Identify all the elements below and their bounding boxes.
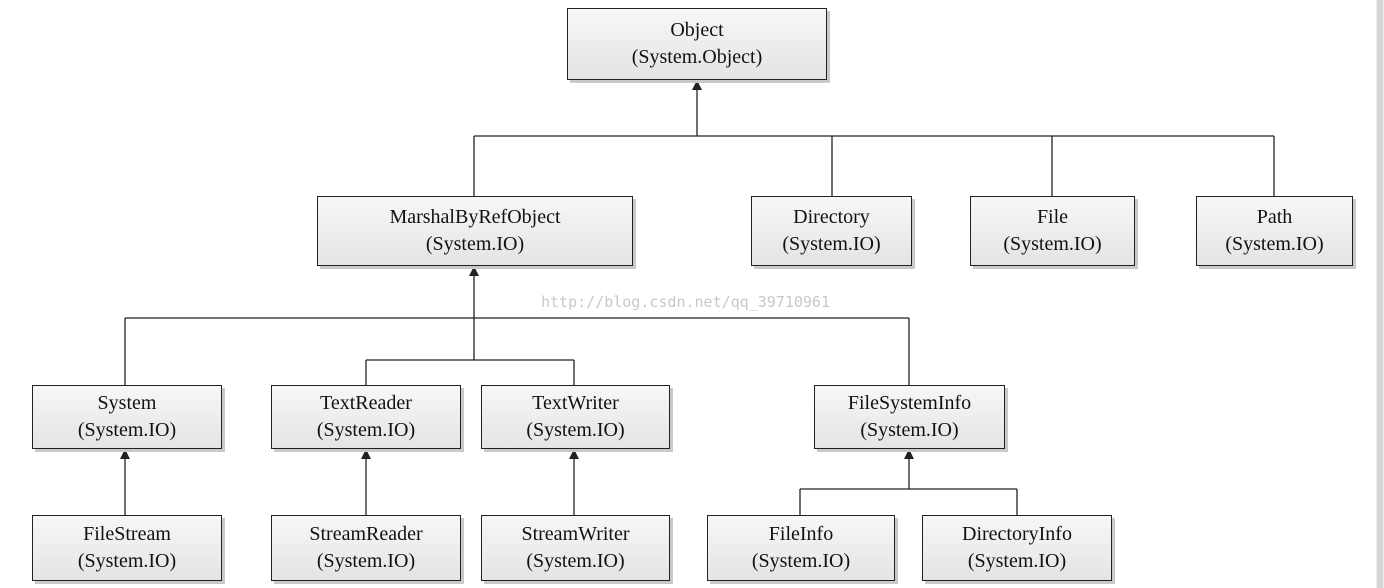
node-object-namespace: (System.Object) <box>631 46 763 68</box>
node-fileinfo-name: FileInfo <box>768 523 834 545</box>
node-textreader: TextReader (System.IO) <box>271 385 461 449</box>
node-textwriter: TextWriter (System.IO) <box>481 385 670 449</box>
node-object: Object (System.Object) <box>567 8 827 80</box>
node-path-name: Path <box>1256 206 1293 228</box>
node-filestream-namespace: (System.IO) <box>77 550 177 572</box>
node-fileinfo-namespace: (System.IO) <box>751 550 851 572</box>
node-filesysteminfo: FileSystemInfo (System.IO) <box>814 385 1005 449</box>
node-streamreader: StreamReader (System.IO) <box>271 515 461 581</box>
watermark-text: http://blog.csdn.net/qq_39710961 <box>541 293 830 311</box>
node-marshalbyrefobject-namespace: (System.IO) <box>425 233 525 255</box>
node-filesysteminfo-name: FileSystemInfo <box>847 392 972 414</box>
node-streamwriter-name: StreamWriter <box>521 523 630 545</box>
node-directoryinfo-name: DirectoryInfo <box>962 523 1072 545</box>
node-object-name: Object <box>670 19 724 41</box>
node-path-namespace: (System.IO) <box>1225 233 1324 255</box>
vertical-scrollbar-thumb[interactable] <box>1377 0 1383 588</box>
node-directoryinfo: DirectoryInfo (System.IO) <box>922 515 1112 581</box>
node-directoryinfo-namespace: (System.IO) <box>967 550 1067 572</box>
node-marshalbyrefobject: MarshalByRefObject (System.IO) <box>317 196 633 266</box>
node-textwriter-namespace: (System.IO) <box>526 419 625 441</box>
node-system-namespace: (System.IO) <box>77 419 177 441</box>
node-streamreader-name: StreamReader <box>309 523 423 545</box>
node-system: System (System.IO) <box>32 385 222 449</box>
node-textwriter-name: TextWriter <box>532 392 619 414</box>
node-filesysteminfo-namespace: (System.IO) <box>860 419 959 441</box>
node-directory-namespace: (System.IO) <box>782 233 881 255</box>
node-textreader-namespace: (System.IO) <box>316 419 416 441</box>
node-file: File (System.IO) <box>970 196 1135 266</box>
node-fileinfo: FileInfo (System.IO) <box>707 515 895 581</box>
node-directory-name: Directory <box>793 206 870 228</box>
node-path: Path (System.IO) <box>1196 196 1353 266</box>
node-filestream: FileStream (System.IO) <box>32 515 222 581</box>
node-system-name: System <box>97 392 157 414</box>
node-textreader-name: TextReader <box>320 392 412 414</box>
node-streamwriter-namespace: (System.IO) <box>526 550 625 572</box>
node-streamreader-namespace: (System.IO) <box>316 550 416 572</box>
node-marshalbyrefobject-name: MarshalByRefObject <box>389 206 561 228</box>
node-streamwriter: StreamWriter (System.IO) <box>481 515 670 581</box>
node-directory: Directory (System.IO) <box>751 196 912 266</box>
node-filestream-name: FileStream <box>83 523 171 545</box>
node-file-name: File <box>1036 206 1069 228</box>
node-file-namespace: (System.IO) <box>1003 233 1102 255</box>
